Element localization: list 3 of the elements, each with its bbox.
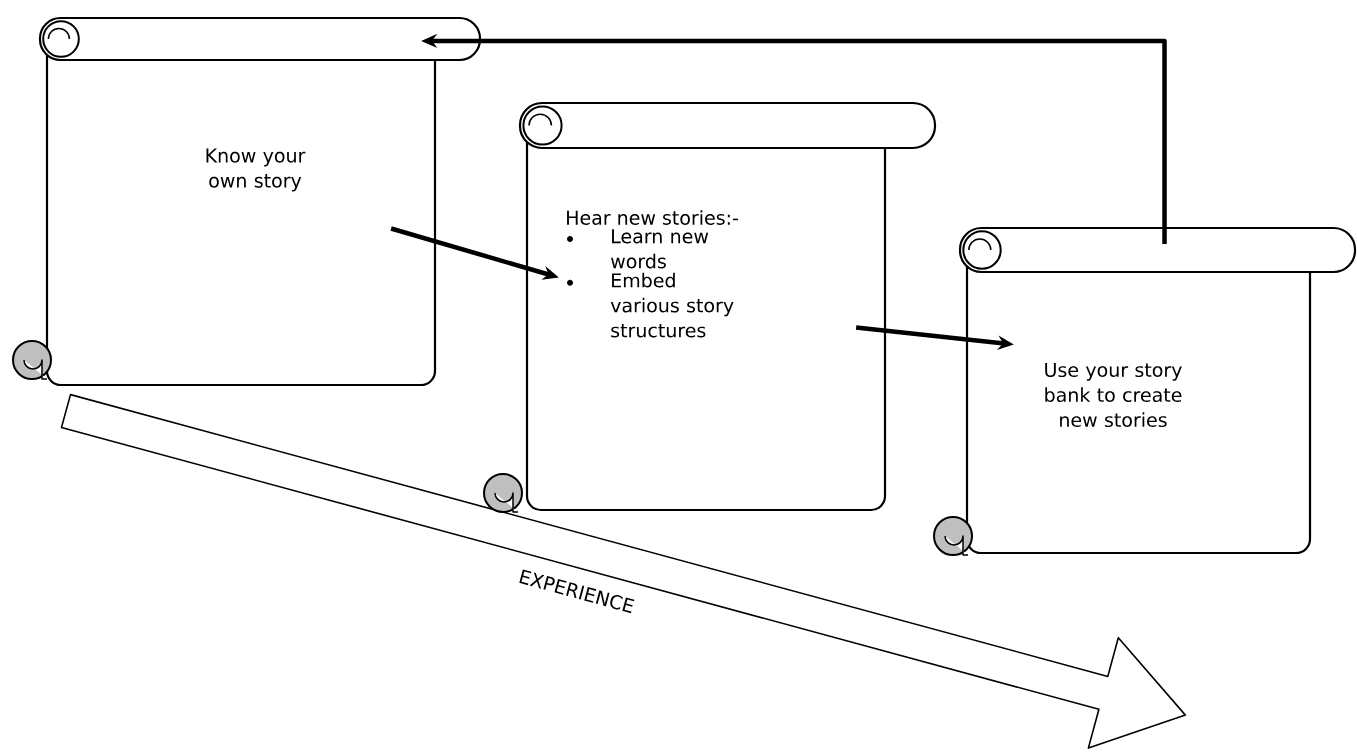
scroll-box: Use your story bank to create new stories [933, 226, 1357, 556]
scroll-box: Know your own story [12, 16, 482, 387]
scroll-box: Hear new stories:- Learn new words Embed various story structures [483, 101, 937, 513]
